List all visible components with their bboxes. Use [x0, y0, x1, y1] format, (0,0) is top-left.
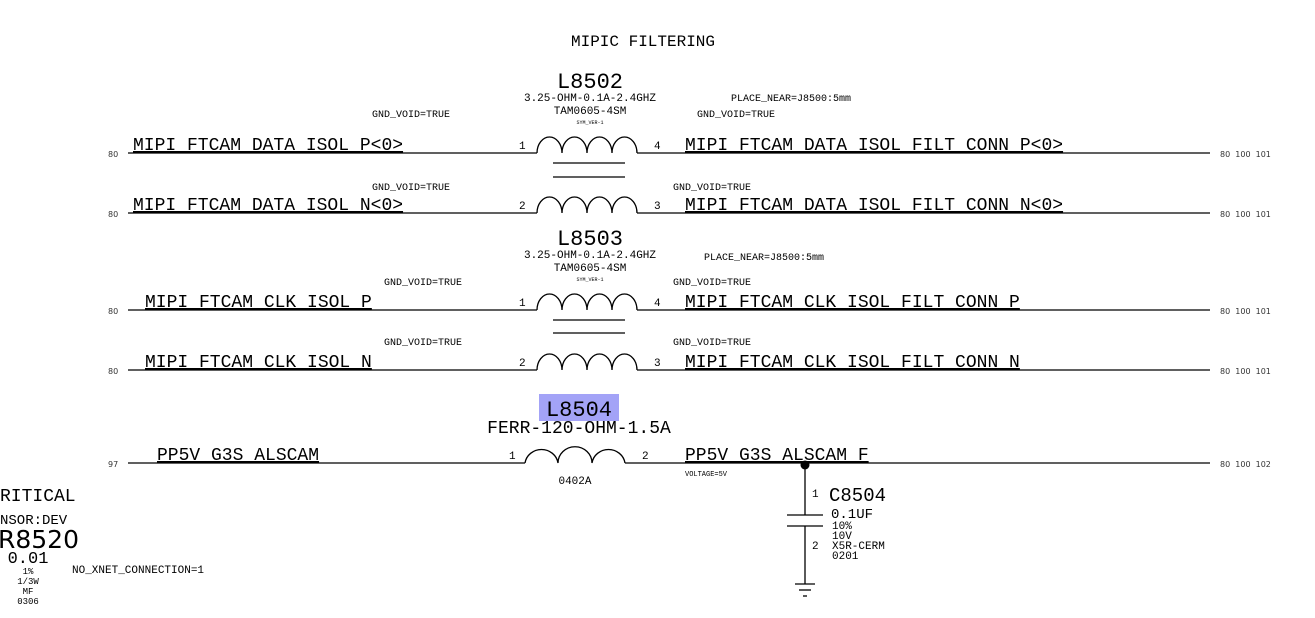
sensor-attr: NSOR:DEV — [0, 513, 68, 529]
pin-number: 2 — [519, 358, 526, 370]
pin-number: 3 — [654, 358, 661, 370]
left-xref[interactable]: 80 — [108, 210, 118, 219]
net-label[interactable]: MIPI_FTCAM_CLK_ISOL_N — [145, 353, 372, 373]
sheet-title: MIPIC FILTERING — [571, 33, 715, 51]
ref-designator: L8503 — [557, 227, 623, 252]
pin-number: 4 — [654, 298, 661, 310]
part-value: 3.25-OHM-0.1A-2.4GHZ — [524, 250, 656, 262]
resistor-r8520[interactable]: RITICAL NSOR:DEV R8520 0.01 1% 1/3W MF 0… — [0, 487, 204, 607]
part-power: 1/3W — [17, 577, 39, 587]
net-label[interactable]: MIPI_FTCAM_DATA_ISOL_FILT_CONN_N<0> — [685, 196, 1063, 216]
right-xref[interactable]: 80 100 101 — [1220, 367, 1271, 376]
pin-number: 1 — [519, 298, 526, 310]
part-package: 0306 — [17, 597, 39, 607]
pin-number: 1 — [812, 489, 819, 501]
net-row: 80 MIPI_FTCAM_CLK_ISOL_P 1 4 MIPI_FTCAM_… — [108, 293, 1271, 316]
ferrite-l8504[interactable]: L8504 FERR-120-OHM-1.5A 0402A — [487, 394, 671, 488]
pin-number: 2 — [519, 201, 526, 213]
pin-number: 3 — [654, 201, 661, 213]
net-label[interactable]: MIPI_FTCAM_CLK_ISOL_FILT_CONN_N — [685, 353, 1020, 373]
gnd-void-attr: GND_VOID=TRUE — [372, 110, 450, 121]
no-xnet-attr: NO_XNET_CONNECTION=1 — [72, 565, 204, 577]
net-row: 80 MIPI_FTCAM_DATA_ISOL_P<0> 1 4 MIPI_FT… — [108, 136, 1271, 159]
net-row: 97 PP5V_G3S_ALSCAM 1 2 PP5V_G3S_ALSCAM_F… — [108, 446, 1271, 479]
part-value: 0.1UF — [831, 507, 873, 523]
ref-designator: C8504 — [829, 485, 886, 507]
ref-designator: R8520 — [0, 525, 79, 554]
gnd-void-attr: GND_VOID=TRUE — [384, 278, 462, 289]
net-label[interactable]: MIPI_FTCAM_CLK_ISOL_FILT_CONN_P — [685, 293, 1020, 313]
symbol-version: SYM_VER-1 — [576, 277, 603, 283]
gnd-void-attr: GND_VOID=TRUE — [697, 110, 775, 121]
net-label[interactable]: MIPI_FTCAM_DATA_ISOL_FILT_CONN_P<0> — [685, 136, 1063, 156]
gnd-void-attr: GND_VOID=TRUE — [384, 338, 462, 349]
gnd-void-attr: GND_VOID=TRUE — [673, 278, 751, 289]
coil-symbol — [536, 136, 638, 154]
net-label[interactable]: MIPI_FTCAM_DATA_ISOL_P<0> — [133, 136, 403, 156]
coil-symbol — [536, 196, 638, 214]
left-xref[interactable]: 80 — [108, 150, 118, 159]
pin-number: 1 — [509, 451, 516, 463]
gnd-void-attr: GND_VOID=TRUE — [673, 183, 751, 194]
place-near-attr: PLACE_NEAR=J8500:5mm — [704, 253, 824, 264]
right-xref[interactable]: 80 100 101 — [1220, 150, 1271, 159]
right-xref[interactable]: 80 100 101 — [1220, 210, 1271, 219]
right-xref[interactable]: 80 100 102 — [1220, 460, 1271, 469]
pin-number: 1 — [519, 141, 526, 153]
net-row: 80 MIPI_FTCAM_CLK_ISOL_N 2 3 MIPI_FTCAM_… — [108, 353, 1271, 376]
part-package: TAM0605-4SM — [554, 263, 627, 275]
part-tolerance: 10% — [832, 521, 852, 533]
voltage-attr: VOLTAGE=5V — [685, 471, 728, 479]
pin-number: 2 — [642, 451, 649, 463]
net-label[interactable]: MIPI_FTCAM_DATA_ISOL_N<0> — [133, 196, 403, 216]
coil-symbol — [536, 293, 638, 311]
left-xref[interactable]: 80 — [108, 367, 118, 376]
part-voltage: 10V — [832, 531, 852, 543]
gnd-void-attr: GND_VOID=TRUE — [673, 338, 751, 349]
pin-number: 4 — [654, 141, 661, 153]
coil-symbol — [524, 446, 626, 464]
net-row: 80 MIPI_FTCAM_DATA_ISOL_N<0> 2 3 MIPI_FT… — [108, 196, 1271, 219]
net-label[interactable]: PP5V_G3S_ALSCAM_F — [685, 446, 869, 466]
part-type: MF — [23, 587, 34, 597]
part-value: FERR-120-OHM-1.5A — [487, 419, 671, 439]
net-label[interactable]: MIPI_FTCAM_CLK_ISOL_P — [145, 293, 372, 313]
pin-number: 2 — [812, 541, 819, 553]
part-dielectric: X5R-CERM — [832, 541, 885, 553]
critical-attr: RITICAL — [0, 487, 76, 507]
part-value: 3.25-OHM-0.1A-2.4GHZ — [524, 93, 656, 105]
right-xref[interactable]: 80 100 101 — [1220, 307, 1271, 316]
capacitor-c8504[interactable]: 1 2 C8504 0.1UF 10% 10V X5R-CERM 0201 — [787, 460, 886, 597]
inductor-l8503[interactable]: L8503 3.25-OHM-0.1A-2.4GHZ TAM0605-4SM S… — [384, 227, 824, 371]
part-tolerance: 1% — [23, 567, 34, 577]
selection-highlight — [539, 394, 619, 421]
left-xref[interactable]: 80 — [108, 307, 118, 316]
gnd-void-attr: GND_VOID=TRUE — [372, 183, 450, 194]
ref-designator: L8502 — [557, 70, 623, 95]
net-label[interactable]: PP5V_G3S_ALSCAM — [157, 446, 319, 466]
part-value: 0.01 — [8, 550, 49, 569]
inductor-l8502[interactable]: L8502 3.25-OHM-0.1A-2.4GHZ TAM0605-4SM S… — [372, 70, 851, 214]
part-package: TAM0605-4SM — [554, 106, 627, 118]
left-xref[interactable]: 97 — [108, 460, 118, 469]
place-near-attr: PLACE_NEAR=J8500:5mm — [731, 94, 851, 105]
symbol-version: SYM_VER-1 — [576, 120, 603, 126]
coil-symbol — [536, 353, 638, 371]
ref-designator: L8504 — [546, 398, 612, 423]
part-package: 0201 — [832, 551, 859, 563]
part-package: 0402A — [558, 476, 591, 488]
